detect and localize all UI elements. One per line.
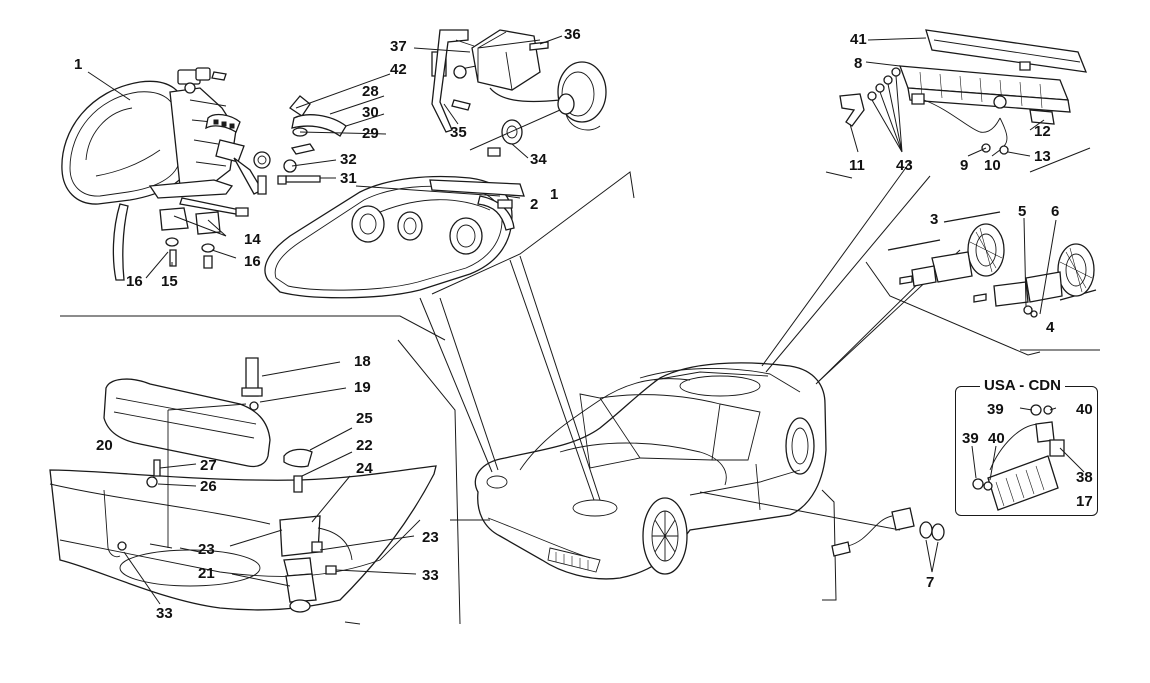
callout-33b: 33 xyxy=(422,567,439,584)
callout-26: 26 xyxy=(200,478,217,495)
callout-16a: 16 xyxy=(126,273,143,290)
callout-40b: 40 xyxy=(988,430,1005,447)
callout-24: 24 xyxy=(356,460,373,477)
callout-20: 20 xyxy=(96,437,113,454)
callout-8: 8 xyxy=(854,55,863,72)
callout-19: 19 xyxy=(354,379,371,396)
third-brake-light xyxy=(839,29,1088,155)
callout-39a: 39 xyxy=(987,401,1004,418)
ballast-unit xyxy=(431,29,607,157)
callout-30: 30 xyxy=(362,104,379,121)
headlight-assembly-left xyxy=(61,67,347,281)
callout-10: 10 xyxy=(984,157,1001,174)
side-lamps xyxy=(887,211,1097,318)
callout-38: 38 xyxy=(1076,469,1093,486)
callout-28: 28 xyxy=(362,83,379,100)
callout-29: 29 xyxy=(362,125,379,142)
headlight-washer-system xyxy=(49,357,437,613)
usa-cdn-label: USA - CDN xyxy=(980,378,1065,394)
callout-39b: 39 xyxy=(962,430,979,447)
callout-42: 42 xyxy=(390,61,407,78)
callout-27: 27 xyxy=(200,457,217,474)
callout-14: 14 xyxy=(244,231,261,248)
sensor-cable xyxy=(831,507,945,557)
car-illustration xyxy=(474,362,827,580)
callout-23b: 23 xyxy=(422,529,439,546)
callout-9: 9 xyxy=(960,157,969,174)
callout-22: 22 xyxy=(356,437,373,454)
callout-43: 43 xyxy=(896,157,913,174)
callout-36: 36 xyxy=(564,26,581,43)
callout-31: 31 xyxy=(340,170,357,187)
side-marker-usa xyxy=(972,404,1065,511)
callout-1b: 1 xyxy=(550,186,559,203)
callout-16b: 16 xyxy=(244,253,261,270)
callout-6: 6 xyxy=(1051,203,1060,220)
callout-2: 2 xyxy=(530,196,539,213)
callout-15: 15 xyxy=(161,273,178,290)
callout-5: 5 xyxy=(1018,203,1027,220)
callout-41: 41 xyxy=(850,31,867,48)
usa-cdn-variant-box xyxy=(955,386,1098,516)
callout-17: 17 xyxy=(1076,493,1093,510)
callout-1a: 1 xyxy=(74,56,83,73)
panel-divider-lines xyxy=(60,147,1100,625)
callout-32: 32 xyxy=(340,151,357,168)
headlight-assembled xyxy=(264,175,525,299)
callout-7: 7 xyxy=(926,574,935,591)
callout-34: 34 xyxy=(530,151,547,168)
callout-13: 13 xyxy=(1034,148,1051,165)
callout-33a: 33 xyxy=(156,605,173,622)
callout-3: 3 xyxy=(930,211,939,228)
callout-23a: 23 xyxy=(198,541,215,558)
callout-leader-lines xyxy=(87,35,1085,605)
callout-40a: 40 xyxy=(1076,401,1093,418)
callout-25: 25 xyxy=(356,410,373,427)
callout-35: 35 xyxy=(450,124,467,141)
callout-37: 37 xyxy=(390,38,407,55)
callout-12: 12 xyxy=(1034,123,1051,140)
callout-4: 4 xyxy=(1046,319,1055,336)
callout-18: 18 xyxy=(354,353,371,370)
callout-21: 21 xyxy=(198,565,215,582)
callout-11: 11 xyxy=(849,157,865,174)
